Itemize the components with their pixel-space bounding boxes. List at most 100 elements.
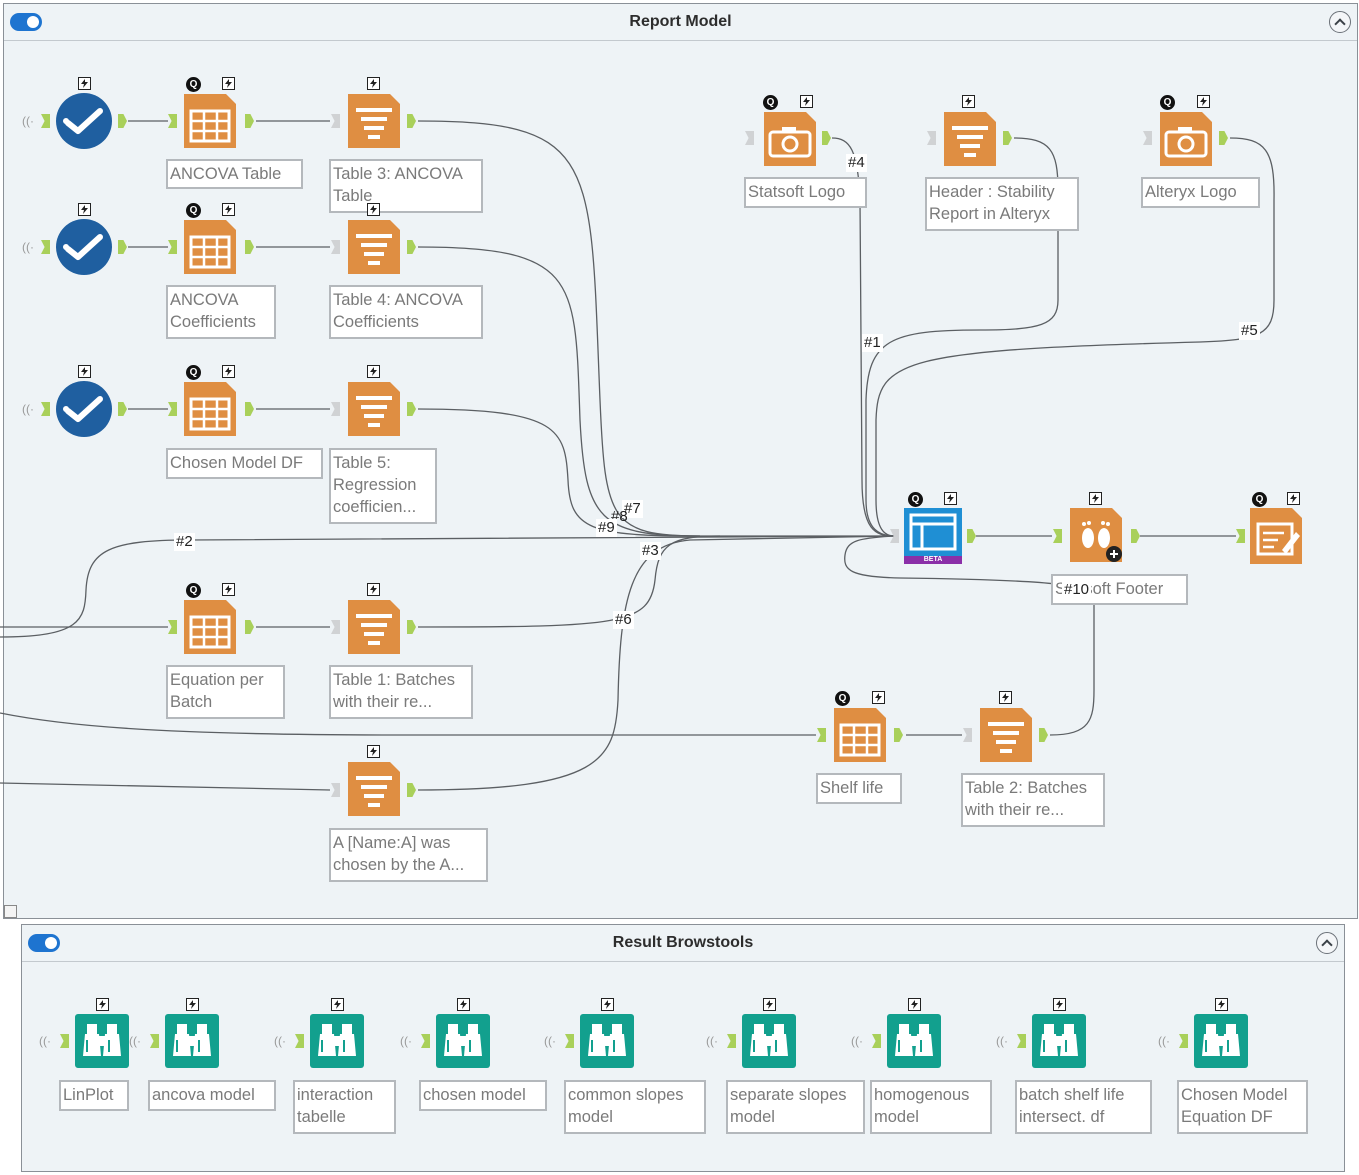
table-icon[interactable]: [834, 708, 886, 762]
output-anchor[interactable]: [967, 529, 976, 543]
output-anchor[interactable]: [1039, 728, 1048, 742]
collapse-button[interactable]: [1329, 11, 1351, 33]
container-toggle[interactable]: [28, 934, 60, 952]
binoculars-icon[interactable]: [580, 1014, 634, 1068]
input-anchor[interactable]: [727, 1034, 736, 1048]
table-icon[interactable]: [184, 382, 236, 436]
input-anchor[interactable]: [872, 1034, 881, 1048]
output-anchor[interactable]: [1219, 131, 1228, 145]
lightning-icon: [222, 365, 235, 378]
layout-icon[interactable]: [348, 382, 400, 436]
output-anchor[interactable]: [245, 114, 254, 128]
layout-icon[interactable]: [944, 112, 996, 166]
layout-icon[interactable]: [980, 708, 1032, 762]
browse-tool-label: ancova model: [148, 1080, 276, 1111]
binoculars-icon[interactable]: [1032, 1014, 1086, 1068]
input-anchor[interactable]: [168, 620, 177, 634]
camera-icon[interactable]: [1160, 112, 1212, 166]
render-icon[interactable]: BETA: [904, 508, 962, 564]
output-anchor[interactable]: [822, 131, 831, 145]
output-anchor[interactable]: [118, 402, 127, 416]
lightning-icon: [96, 998, 109, 1011]
table-icon[interactable]: [184, 220, 236, 274]
collapse-button[interactable]: [1316, 932, 1338, 954]
output-anchor[interactable]: [407, 620, 416, 634]
output-anchor[interactable]: [245, 402, 254, 416]
layout-icon[interactable]: [348, 220, 400, 274]
binoculars-icon[interactable]: [436, 1014, 490, 1068]
input-anchor[interactable]: [817, 728, 826, 742]
report-text-icon[interactable]: [1250, 508, 1302, 564]
binoculars-icon[interactable]: [165, 1014, 219, 1068]
output-anchor[interactable]: [407, 402, 416, 416]
input-anchor[interactable]: [150, 1034, 159, 1048]
input-anchor[interactable]: [331, 114, 340, 128]
layout-icon[interactable]: [348, 762, 400, 816]
input-anchor[interactable]: [1143, 131, 1152, 145]
input-anchor[interactable]: [927, 131, 936, 145]
input-anchor[interactable]: [41, 240, 50, 254]
input-anchor[interactable]: [60, 1034, 69, 1048]
input-anchor[interactable]: [963, 728, 972, 742]
output-anchor[interactable]: [118, 114, 127, 128]
output-anchor[interactable]: [407, 783, 416, 797]
input-anchor[interactable]: [168, 114, 177, 128]
input-anchor[interactable]: [331, 783, 340, 797]
radio-icon: ((·: [22, 114, 34, 128]
lightning-icon: [1053, 998, 1066, 1011]
lightning-icon: [800, 95, 813, 108]
input-anchor[interactable]: [890, 529, 899, 543]
container-toggle[interactable]: [10, 13, 42, 31]
tool-label-table4: Table 4: ANCOVA Coefficients: [329, 285, 483, 339]
beta-label: BETA: [923, 556, 943, 563]
check-circle-icon[interactable]: [56, 381, 112, 437]
input-anchor[interactable]: [1236, 529, 1245, 543]
q-badge: Q: [186, 203, 201, 218]
lightning-icon: [962, 95, 975, 108]
output-anchor[interactable]: [407, 240, 416, 254]
input-anchor[interactable]: [331, 240, 340, 254]
input-anchor[interactable]: [331, 402, 340, 416]
output-anchor[interactable]: [894, 728, 903, 742]
input-anchor[interactable]: [1017, 1034, 1026, 1048]
input-anchor[interactable]: [168, 402, 177, 416]
binoculars-icon[interactable]: [1194, 1014, 1248, 1068]
footprint-icon[interactable]: [1070, 508, 1122, 562]
binoculars-icon[interactable]: [75, 1014, 129, 1068]
lightning-icon: [367, 365, 380, 378]
layout-icon[interactable]: [348, 600, 400, 654]
table-icon[interactable]: [184, 600, 236, 654]
output-anchor[interactable]: [1003, 131, 1012, 145]
q-badge: Q: [1160, 95, 1175, 110]
input-anchor[interactable]: [41, 114, 50, 128]
lightning-icon: [331, 998, 344, 1011]
table-icon[interactable]: [184, 94, 236, 148]
report-model-header: Report Model: [4, 4, 1357, 41]
input-anchor[interactable]: [295, 1034, 304, 1048]
output-anchor[interactable]: [245, 240, 254, 254]
lightning-icon: [186, 998, 199, 1011]
input-anchor[interactable]: [1179, 1034, 1188, 1048]
check-circle-icon[interactable]: [56, 93, 112, 149]
input-anchor[interactable]: [168, 240, 177, 254]
output-anchor[interactable]: [407, 114, 416, 128]
check-circle-icon[interactable]: [56, 219, 112, 275]
binoculars-icon[interactable]: [310, 1014, 364, 1068]
output-anchor[interactable]: [1131, 529, 1140, 543]
output-anchor[interactable]: [245, 620, 254, 634]
input-anchor[interactable]: [41, 402, 50, 416]
input-anchor[interactable]: [331, 620, 340, 634]
output-anchor[interactable]: [118, 240, 127, 254]
layout-icon[interactable]: [348, 94, 400, 148]
lightning-icon: [944, 492, 957, 505]
input-anchor[interactable]: [745, 131, 754, 145]
input-anchor[interactable]: [565, 1034, 574, 1048]
input-anchor[interactable]: [421, 1034, 430, 1048]
binoculars-icon[interactable]: [887, 1014, 941, 1068]
result-browstools-container[interactable]: Result Browstools: [21, 924, 1345, 1172]
camera-icon[interactable]: [764, 112, 816, 166]
wire-label: #10: [1062, 581, 1092, 599]
tool-label-table1: Table 1: Batches with their re...: [329, 665, 473, 719]
input-anchor[interactable]: [1053, 529, 1062, 543]
binoculars-icon[interactable]: [742, 1014, 796, 1068]
